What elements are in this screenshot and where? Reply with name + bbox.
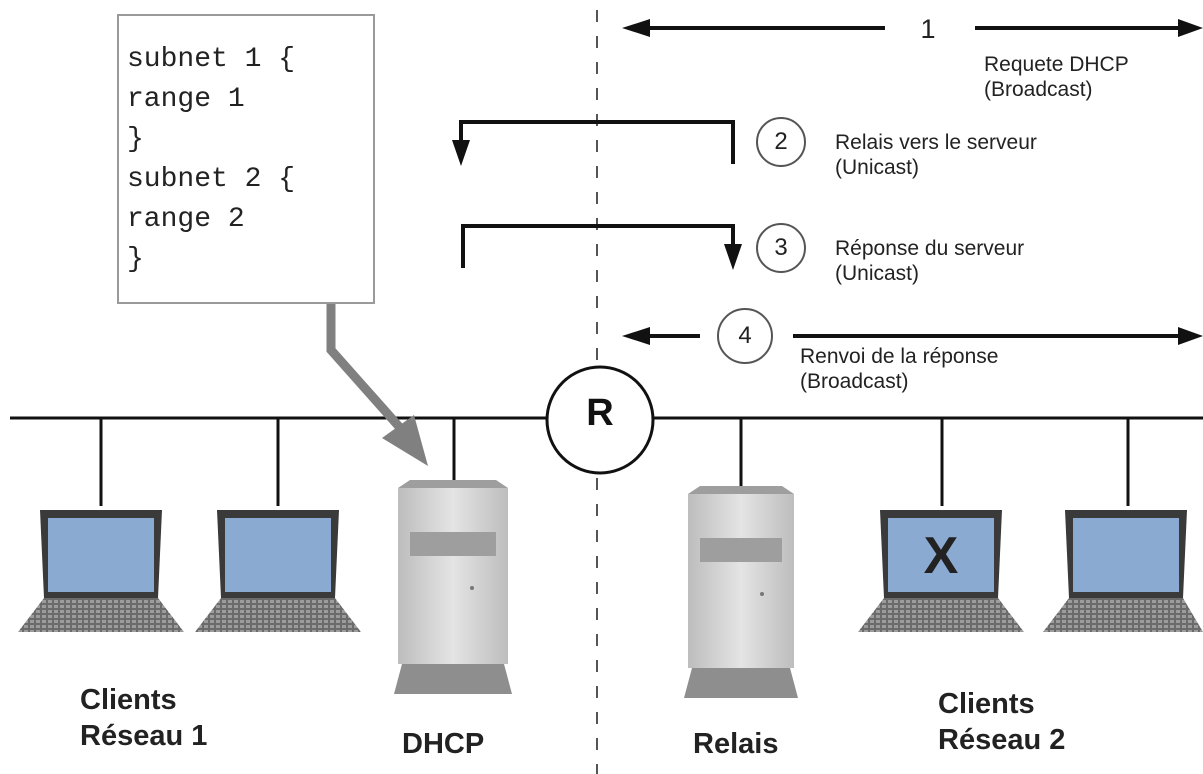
step4-description: Renvoi de la réponse (Broadcast) <box>800 344 998 394</box>
server-icon-relais <box>684 486 798 698</box>
clients-reseau-1-label: Clients Réseau 1 <box>80 682 207 754</box>
laptop-icon-client-4 <box>1043 510 1203 632</box>
router-label: R <box>586 392 614 434</box>
step2-line1: Relais vers le serveur <box>835 131 1037 154</box>
step2-line2: (Unicast) <box>835 156 920 179</box>
config-pointer-arrowhead <box>382 415 428 466</box>
dhcp-config-box: subnet 1 { range 1 } subnet 2 { range 2 … <box>117 14 375 304</box>
step1-number: 1 <box>920 14 936 44</box>
step3-arrow <box>461 224 735 268</box>
config-line: } <box>127 124 144 155</box>
config-line: subnet 2 { <box>127 164 296 195</box>
failed-client-mark: X <box>923 527 959 585</box>
laptop-icon-client-1 <box>18 510 184 632</box>
step1-arrowhead-left <box>622 19 650 37</box>
step3-line2: (Unicast) <box>835 262 920 285</box>
clients1-line1: Clients <box>80 684 177 716</box>
step3-number-circle <box>756 223 806 273</box>
relais-label: Relais <box>693 728 779 760</box>
clients2-line2: Réseau 2 <box>938 724 1066 756</box>
step4-number-circle <box>717 308 773 364</box>
dhcp-label: DHCP <box>402 728 485 760</box>
config-line: } <box>127 244 144 275</box>
step4-line2: (Broadcast) <box>800 370 909 393</box>
clients1-line2: Réseau 1 <box>80 720 208 752</box>
laptop-icon-client-2 <box>195 510 361 632</box>
clients-reseau-2-label: Clients Réseau 2 <box>938 686 1065 758</box>
step4-arrowhead-right <box>1178 327 1203 345</box>
config-line: range 1 <box>127 84 245 115</box>
step4-number: 4 <box>738 322 752 349</box>
config-pointer-arrow <box>326 304 406 433</box>
config-line: subnet 1 { <box>127 44 296 75</box>
step2-description: Relais vers le serveur (Unicast) <box>835 130 1037 180</box>
clients2-line1: Clients <box>938 688 1035 720</box>
step1-description: Requete DHCP (Broadcast) <box>984 52 1129 102</box>
step3-number: 3 <box>774 234 788 261</box>
step4-arrowhead-left <box>622 327 650 345</box>
step2-arrowhead <box>452 140 470 166</box>
laptop-icon-client-3 <box>858 510 1024 632</box>
step1-line2: (Broadcast) <box>984 78 1093 101</box>
server-icon-dhcp <box>394 480 512 694</box>
step3-arrowhead <box>724 244 742 270</box>
step2-number-circle <box>756 117 806 167</box>
step1-arrowhead-right <box>1178 19 1203 37</box>
config-line: range 2 <box>127 204 245 235</box>
step1-line1: Requete DHCP <box>984 53 1129 76</box>
step3-line1: Réponse du serveur <box>835 237 1025 260</box>
step4-line1: Renvoi de la réponse <box>800 345 999 368</box>
step2-arrow <box>459 120 735 164</box>
router-node <box>545 365 655 475</box>
step3-description: Réponse du serveur (Unicast) <box>835 236 1024 286</box>
step2-number: 2 <box>774 128 788 155</box>
